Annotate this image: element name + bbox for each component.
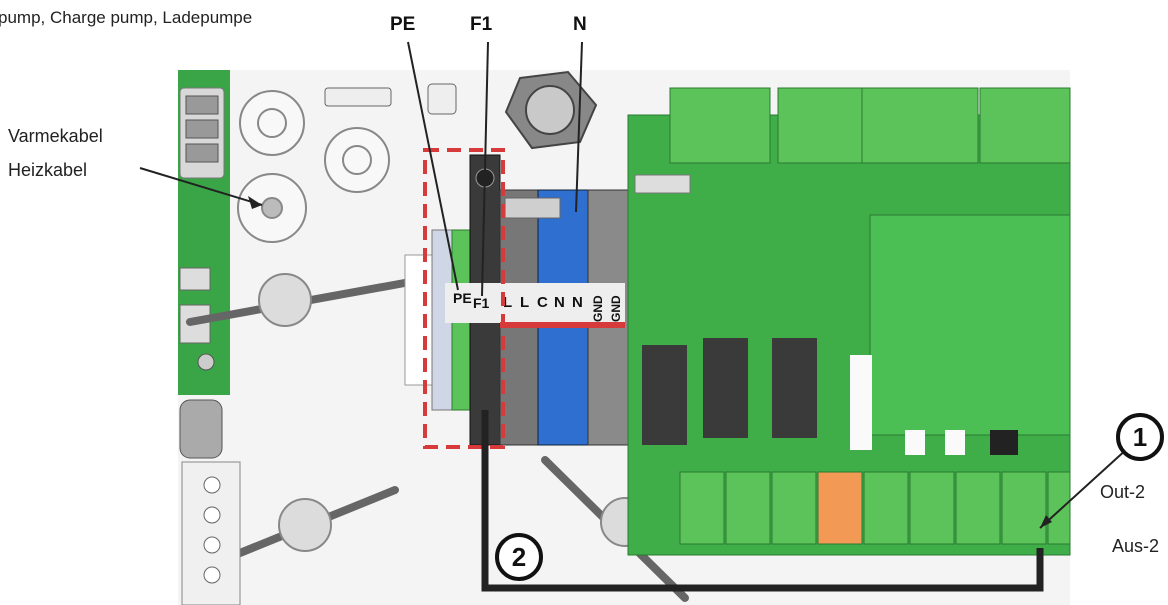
marker-1-text: 1 <box>1133 422 1147 452</box>
leader-lines <box>139 41 1129 529</box>
terminal-label-gnd1: GND <box>591 295 605 322</box>
terminal-label-f1: F1 <box>473 295 490 311</box>
cable-gland <box>504 70 598 150</box>
left-circuit-board <box>178 70 230 395</box>
marker-2-circle: 2 <box>495 533 543 581</box>
top-caption: pump, Charge pump, Ladepumpe <box>0 8 253 27</box>
terminal-label-l2: L <box>520 294 529 311</box>
small-connectors <box>324 83 457 115</box>
label-n: N <box>573 14 587 35</box>
main-circuit-board <box>627 87 1071 556</box>
marker-2-text: 2 <box>512 542 526 572</box>
label-out-2: Out-2 <box>1100 482 1146 502</box>
cable-grommets <box>237 90 390 243</box>
label-heating-cable-1: Varmekabel <box>8 126 103 146</box>
terminal-label-l1: L <box>503 294 512 311</box>
label-aus-2: Aus-2 <box>1112 536 1160 556</box>
label-heating-cable-2: Heizkabel <box>8 160 88 180</box>
marker-1-circle: 1 <box>1116 413 1164 461</box>
terminal-label-c: C <box>537 294 548 311</box>
terminal-label-n2: N <box>572 294 583 311</box>
lower-left-terminal-strip <box>179 399 241 605</box>
label-pe: PE <box>390 14 416 35</box>
highlight-box <box>423 148 505 449</box>
din-terminal-block: PE F1 L L C N N GND GND <box>404 154 629 446</box>
terminal-label-n1: N <box>554 294 565 311</box>
terminal-label-gnd2: GND <box>609 295 623 322</box>
terminal-label-pe: PE <box>453 290 472 306</box>
wire-cable <box>481 410 1044 592</box>
label-f1: F1 <box>470 14 493 35</box>
